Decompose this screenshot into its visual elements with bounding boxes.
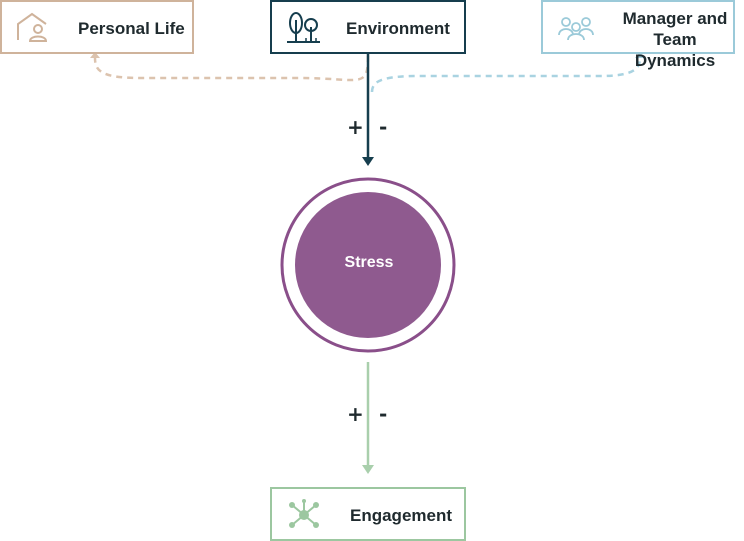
lower-minus-sign: - [379, 402, 388, 426]
upper-minus-sign: - [379, 115, 388, 139]
environment-node: Environment [270, 0, 466, 54]
personal-life-label: Personal Life [78, 19, 185, 38]
personal-life-arrowhead [90, 52, 100, 58]
engagement-label: Engagement [350, 506, 453, 525]
people-group-icon [557, 15, 595, 46]
stress-label: Stress [344, 254, 394, 271]
trees-icon [286, 12, 322, 49]
engagement-arrowhead [362, 465, 374, 474]
network-hub-icon [286, 499, 322, 536]
manager-team-label: Manager and Team Dynamics [622, 9, 728, 70]
upper-plus-sign: + [347, 115, 364, 139]
manager-team-arrowhead [635, 52, 645, 58]
personal-life-node: Personal Life [0, 0, 194, 54]
manager-team-connector [370, 57, 642, 93]
environment-label: Environment [346, 19, 450, 38]
lower-plus-sign: + [347, 402, 364, 426]
stress-circle [295, 192, 441, 338]
engagement-node: Engagement [270, 487, 466, 541]
environment-arrowhead [362, 157, 374, 166]
personal-life-connector [93, 55, 370, 82]
manager-team-node: Manager and Team Dynamics [541, 0, 735, 70]
home-person-icon [16, 12, 52, 47]
